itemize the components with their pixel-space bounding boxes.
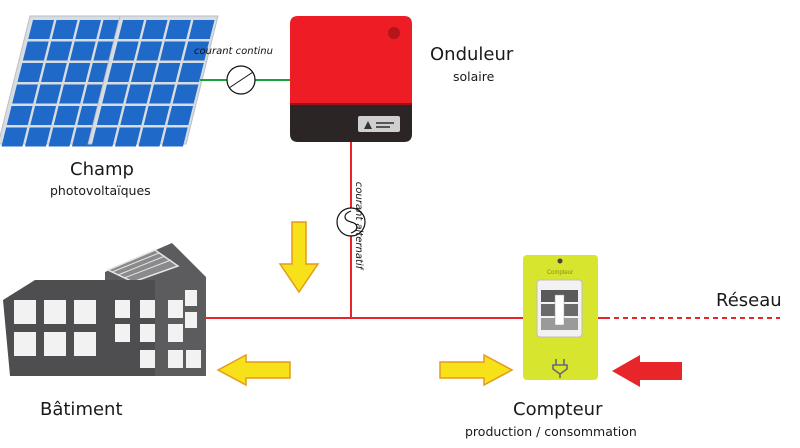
solar-cell [53,106,80,125]
down-arrow-icon [278,221,320,294]
meter-led-icon [557,258,563,264]
solar-field-title: Champ [70,159,134,180]
solar-cell [17,63,44,82]
solar-cell [159,41,186,61]
solar-cell [167,106,194,125]
building-window [44,300,66,324]
solar-cell [188,20,215,39]
building-window [140,324,155,342]
building-window [140,300,155,318]
solar-cell [64,63,91,82]
building-windows [14,290,201,368]
solar-field-subtitle: photovoltaïques [50,183,151,198]
building-window [185,290,197,306]
solar-cell [112,41,139,61]
solar-panel-right [87,15,219,147]
solar-cell [1,127,28,147]
building-window [185,312,197,328]
building-window [115,324,130,342]
inverter-title: Onduleur [430,44,514,65]
solar-cell [22,41,49,61]
ac-label: courant alternatif [353,181,365,270]
solar-cell [59,84,85,104]
inverter-led-icon [388,27,400,39]
solar-cell [143,106,170,125]
building-window [74,300,96,324]
meter-title: Compteur [513,399,603,420]
building-left-wing [3,280,155,376]
solar-cell [75,20,102,39]
solar-cell [69,41,96,61]
dc-symbol-stroke [228,71,254,89]
building-window [140,350,155,368]
dc-label: courant continu [194,46,273,57]
meter-plug-icon [552,359,568,378]
grid-arrow-icon [612,355,682,387]
building-window [186,350,201,368]
solar-cell [24,127,51,147]
solar-cell [118,20,145,39]
solar-cell [91,127,118,147]
solar-cell [165,20,192,39]
solar-cell [131,63,157,82]
solar-cell [125,84,152,104]
ac-sine-wave [344,210,358,234]
building-window [168,300,183,318]
solar-panel-array [0,15,219,147]
building-title: Bâtiment [40,399,123,420]
building-window [74,332,96,356]
solar-cell [149,84,175,104]
solar-cell [28,20,55,39]
meter-subtitle: production / consommation [465,424,637,439]
solar-cell [114,127,141,147]
building-window [14,300,36,324]
solar-cell [120,106,147,125]
building [3,243,206,376]
solar-cell [178,63,204,82]
solar-cell [183,41,210,61]
building-window [115,300,130,318]
building-window [44,332,66,356]
solar-cell [138,127,165,147]
grid-title: Réseau [716,290,782,311]
inverter-subtitle: solaire [453,69,495,84]
building-window [14,332,36,356]
solar-cell [154,63,181,82]
solar-cell [35,84,62,104]
building-window [168,350,183,368]
solar-cell [46,41,73,61]
solar-cell [96,106,123,125]
inverter [290,16,412,142]
meter: Compteur [523,255,598,380]
building-window [168,324,183,342]
solar-cell [136,41,163,61]
solar-cell [51,20,78,39]
solar-cell [30,106,57,125]
solar-cell [172,84,199,104]
solar-cell [48,127,75,147]
solar-cell [12,84,38,104]
solar-cell [141,20,168,39]
solar-cell [107,63,134,82]
solar-cell [102,84,128,104]
right-arrow-icon [439,353,514,387]
solar-cell [161,127,188,147]
solar-cell [6,106,33,125]
solar-cell [41,63,67,82]
meter-panel-text: Compteur [547,270,573,276]
left-arrow-icon [216,353,291,387]
